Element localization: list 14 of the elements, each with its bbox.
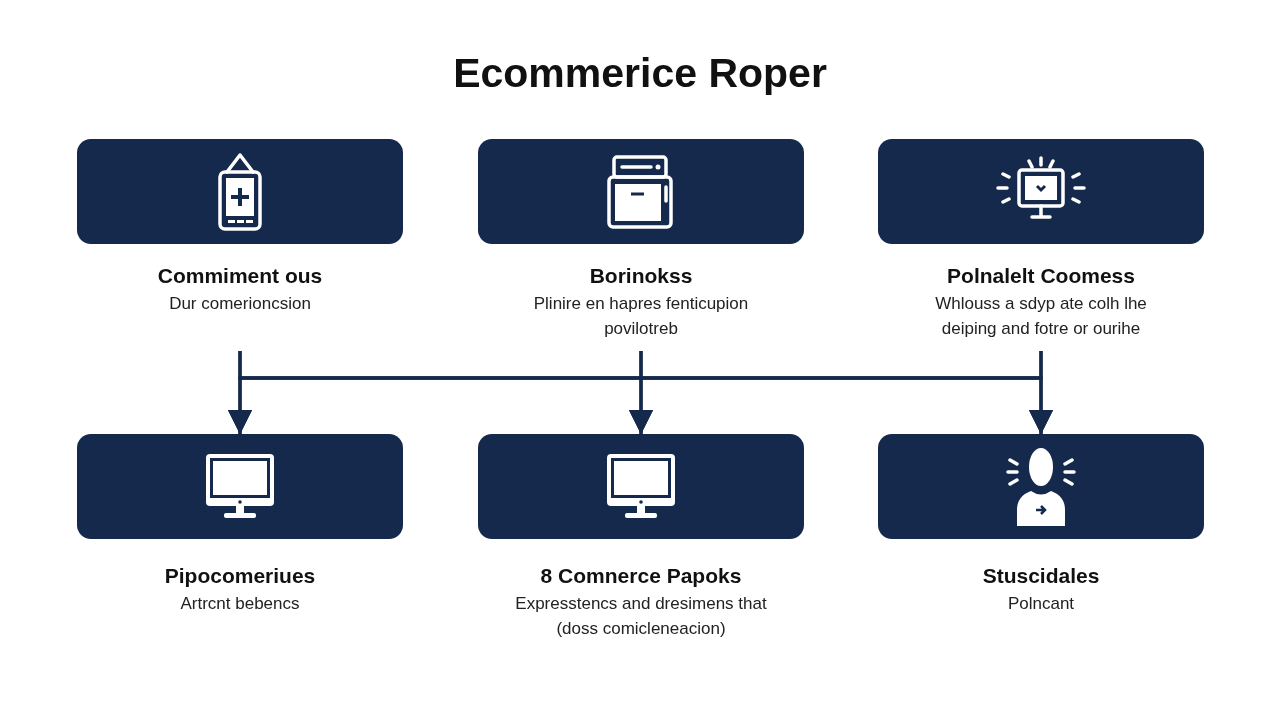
node-description: Expresstencs and dresimens that (doss comicleneacion) (514, 593, 768, 640)
node-heading: Pipocomeriues (164, 564, 316, 588)
node-heading: Stuscidales (982, 564, 1100, 588)
node-heading: Borinokss (589, 264, 693, 288)
diagram-title: Ecommerice Roper (453, 49, 827, 97)
node-heading: 8 Comnerce Papoks (540, 564, 742, 588)
node-description: Artrcnt bebencs (179, 593, 301, 615)
arrow (1029, 351, 1053, 434)
node-description: Whlouss a sdyp ate colh lhe deiping and fotre or ourihe (934, 293, 1148, 340)
node-description: Dur comerioncsion (168, 293, 312, 315)
node-heading: Polnalelt Coomess (947, 264, 1135, 288)
node-description: Polncant (1007, 593, 1075, 615)
node-heading: Commiment ous (157, 264, 323, 288)
node-description: Plinire en hapres fenticupion povilotreb (533, 293, 749, 340)
